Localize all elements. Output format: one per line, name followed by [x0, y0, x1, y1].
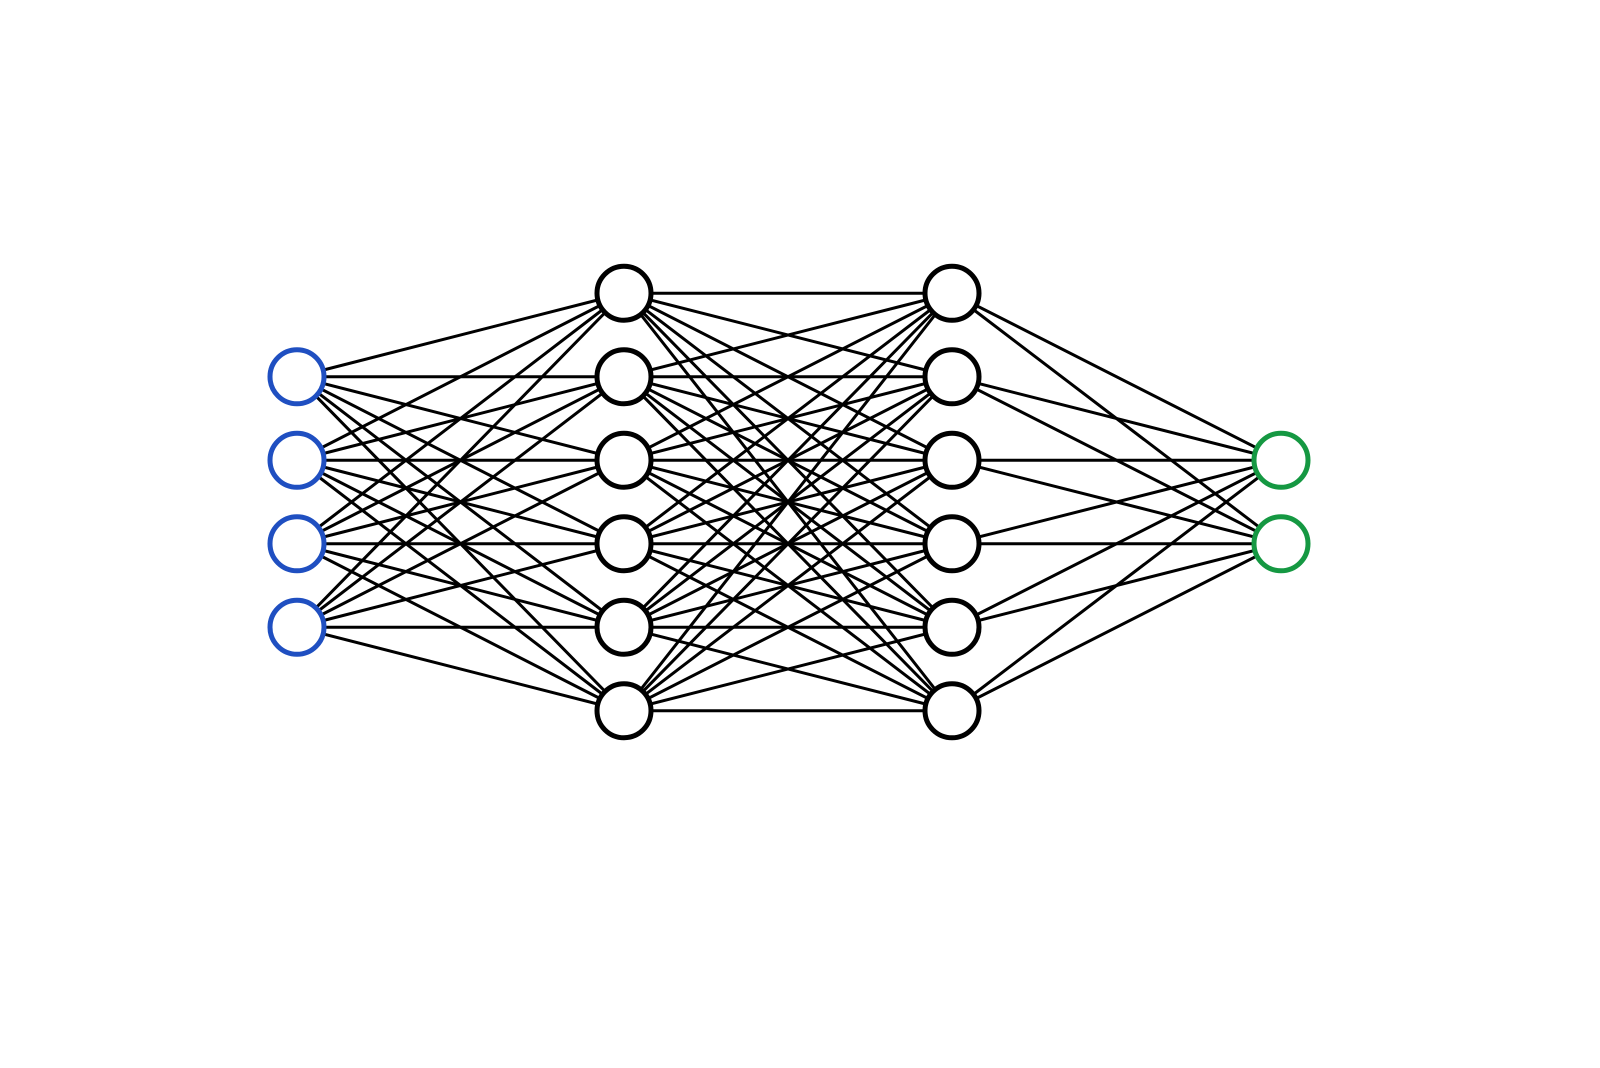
- connection-input-4-to-hidden-1-2: [295, 375, 626, 629]
- hidden-2-neuron-4: [922, 514, 982, 574]
- input-neuron-4: [267, 597, 327, 657]
- hidden-1-neuron-4: [594, 514, 654, 574]
- connection-hidden-1-6-to-hidden-2-2: [622, 375, 954, 713]
- hidden-1-neuron-1: [594, 263, 654, 323]
- connection-hidden-1-5-to-hidden-2-1: [622, 291, 954, 629]
- input-neuron-3: [267, 514, 327, 574]
- hidden-2-neuron-1: [922, 263, 982, 323]
- connection-input-4-to-hidden-1-4: [295, 542, 626, 629]
- hidden-1-neuron-6: [594, 681, 654, 741]
- hidden-2-neuron-5: [922, 597, 982, 657]
- connection-input-1-to-hidden-1-1: [295, 291, 626, 379]
- connection-hidden-2-1-to-output-1: [950, 291, 1283, 462]
- input-neuron-2: [267, 430, 327, 490]
- connection-hidden-1-3-to-hidden-2-1: [622, 291, 954, 462]
- connection-hidden-1-6-to-hidden-2-1: [622, 291, 954, 713]
- hidden-2-neuron-3: [922, 430, 982, 490]
- output-neuron-2: [1251, 514, 1311, 574]
- connection-hidden-1-4-to-hidden-2-1: [622, 291, 954, 546]
- connection-hidden-2-6-to-output-2: [950, 542, 1283, 713]
- hidden-2-neuron-6: [922, 681, 982, 741]
- hidden-1-neuron-3: [594, 430, 654, 490]
- connection-hidden-1-6-to-hidden-2-5: [622, 625, 954, 713]
- connection-input-2-to-hidden-1-1: [295, 291, 626, 462]
- connection-input-4-to-hidden-1-3: [295, 458, 626, 629]
- connection-hidden-2-6-to-output-1: [950, 458, 1283, 713]
- hidden-1-neuron-5: [594, 597, 654, 657]
- connection-input-4-to-hidden-1-1: [295, 291, 626, 629]
- connection-hidden-2-4-to-output-1: [950, 458, 1283, 546]
- connections: [295, 291, 1283, 713]
- hidden-2-neuron-2: [922, 347, 982, 407]
- connection-hidden-2-2-to-output-1: [950, 375, 1283, 462]
- connection-input-4-to-hidden-1-6: [295, 625, 626, 713]
- connection-hidden-1-6-to-hidden-2-4: [622, 542, 954, 713]
- hidden-1-neuron-2: [594, 347, 654, 407]
- connection-hidden-1-2-to-hidden-2-1: [622, 291, 954, 379]
- connection-input-3-to-hidden-1-1: [295, 291, 626, 546]
- neurons: [267, 263, 1311, 741]
- connection-hidden-1-6-to-hidden-2-3: [622, 458, 954, 713]
- input-neuron-1: [267, 347, 327, 407]
- connection-hidden-2-5-to-output-1: [950, 458, 1283, 629]
- output-neuron-1: [1251, 430, 1311, 490]
